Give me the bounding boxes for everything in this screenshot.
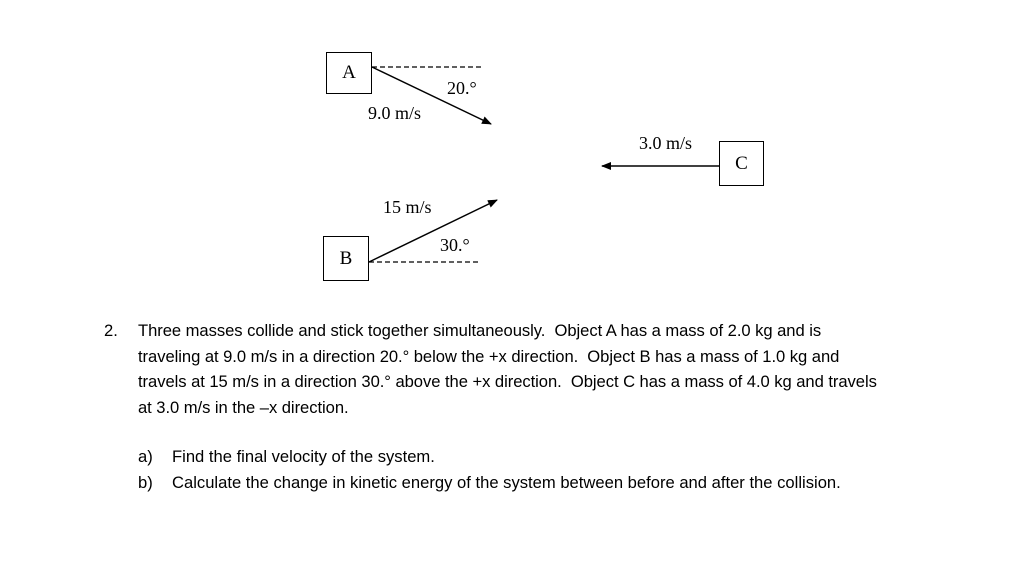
object-c-label: C bbox=[735, 152, 748, 174]
object-a-label: A bbox=[342, 62, 356, 83]
velocity-arrow-a bbox=[371, 66, 492, 125]
part-a-marker: a) bbox=[138, 447, 153, 466]
part-b-marker: b) bbox=[138, 472, 153, 492]
part-a-text: Find the final velocity of the system. bbox=[172, 447, 435, 466]
object-c-speed: 3.0 m/s bbox=[639, 133, 693, 153]
object-a-speed: 9.0 m/s bbox=[368, 103, 422, 123]
problem-line: at 3.0 m/s in the –x direction. bbox=[138, 397, 349, 417]
object-b-angle: 30.° bbox=[440, 235, 470, 255]
problem-statement: 2. Three masses collide and stick togeth… bbox=[104, 318, 1004, 420]
problem-text: Three masses collide and stick together … bbox=[138, 318, 1004, 420]
problem-number: 2. bbox=[104, 321, 118, 340]
object-a-box: A bbox=[326, 52, 372, 94]
vector-arrows bbox=[368, 66, 719, 263]
problem-line: travels at 15 m/s in a direction 30.° ab… bbox=[138, 372, 877, 391]
object-a-angle: 20.° bbox=[447, 78, 477, 98]
velocity-arrow-b bbox=[368, 199, 498, 263]
problem-line: Three masses collide and stick together … bbox=[138, 321, 822, 340]
object-b-speed: 15 m/s bbox=[383, 197, 432, 217]
problem-parts: a) Find the final velocity of the system… bbox=[138, 444, 998, 495]
part-a: a) Find the final velocity of the system… bbox=[138, 444, 998, 470]
object-b-label: B bbox=[339, 247, 353, 269]
object-c-box: C bbox=[719, 141, 764, 186]
part-b: b) Calculate the change in kinetic energ… bbox=[138, 470, 998, 496]
collision-diagram: A 20.° 9.0 m/s B 15 m/s 30.° C 3.0 m/s bbox=[323, 52, 764, 281]
part-b-text: Calculate the change in kinetic energy o… bbox=[172, 472, 841, 492]
problem-line: traveling at 9.0 m/s in a direction 20.°… bbox=[138, 346, 840, 366]
object-b-box: B bbox=[323, 236, 369, 281]
